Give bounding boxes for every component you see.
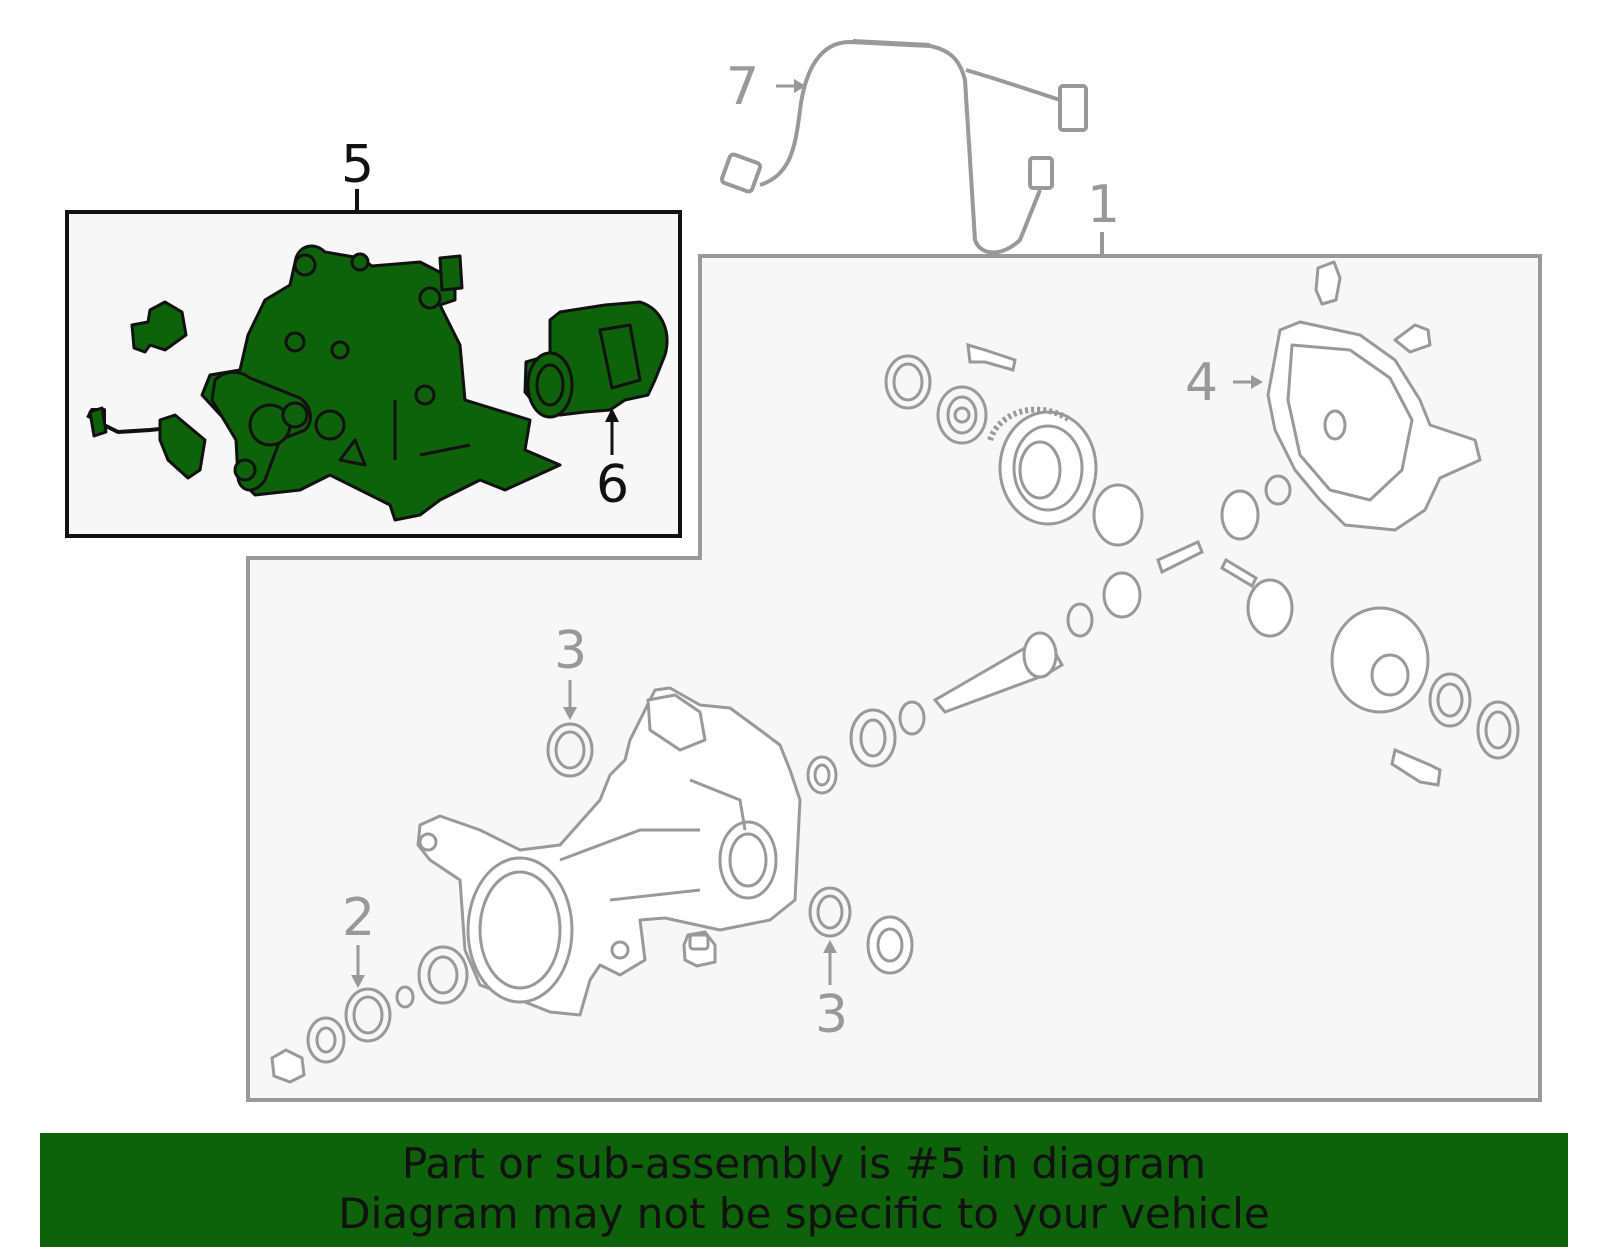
callout-7: 7 (726, 57, 759, 117)
callout-3b-arrowhead (823, 940, 837, 953)
wiring-harness-7 (719, 39, 1088, 255)
differential-assembly-5 (200, 244, 562, 522)
notice-line-2: Diagram may not be specific to your vehi… (338, 1189, 1270, 1238)
callout-3b: 3 (815, 985, 848, 1045)
callout-1: 1 (1087, 175, 1120, 235)
seals-bearings (270, 342, 1520, 1084)
cover-4 (1266, 260, 1482, 532)
carrier-housing (416, 686, 802, 1017)
drain-plug (682, 930, 717, 968)
notice-line-1: Part or sub-assembly is #5 in diagram (401, 1139, 1207, 1188)
actuator-motor-6 (523, 300, 669, 419)
callout-7-arrowhead (794, 79, 806, 93)
callout-5: 5 (341, 135, 374, 195)
callout-3a: 3 (554, 621, 587, 681)
harness-connector-small (130, 300, 188, 354)
notice-banner: Part or sub-assembly is #5 in diagram Di… (40, 1133, 1568, 1247)
callout-4: 4 (1185, 353, 1218, 413)
callout-3a-arrowhead (563, 707, 577, 720)
callout-4-arrowhead (1251, 375, 1263, 389)
callout-6-arrowhead (605, 408, 619, 422)
callout-2: 2 (342, 888, 375, 948)
harness-pigtail (86, 406, 207, 480)
callout-2-arrowhead (351, 975, 365, 988)
callout-6: 6 (596, 455, 629, 515)
